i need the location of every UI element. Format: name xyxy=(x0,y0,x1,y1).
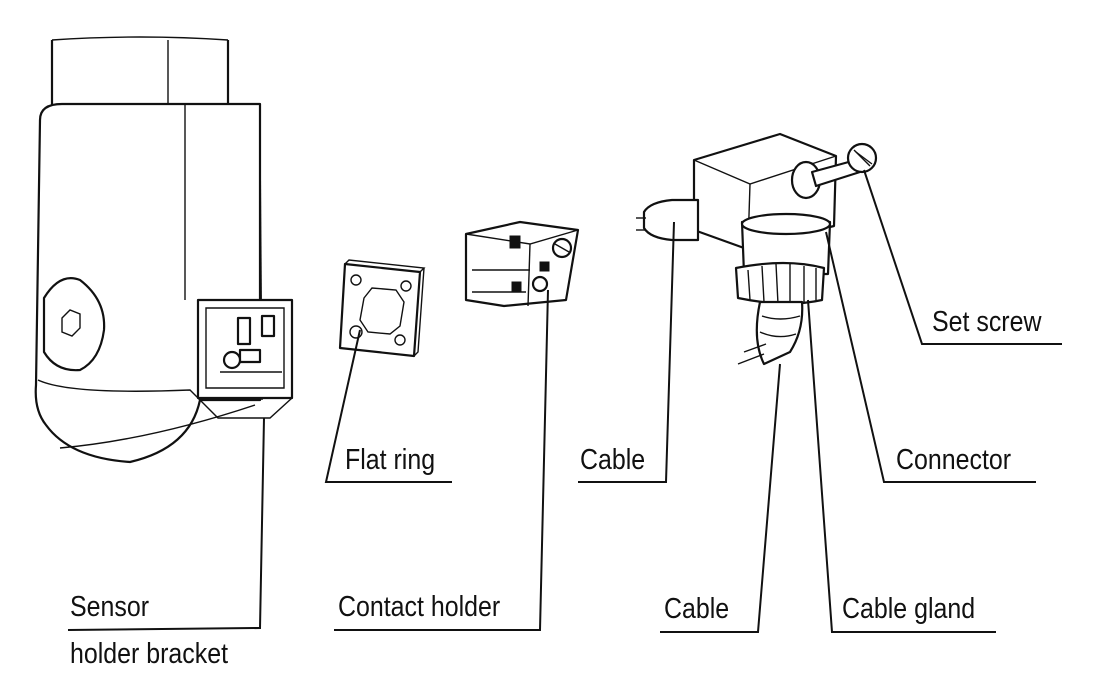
label-flat-ring: Flat ring xyxy=(345,444,436,476)
label-sensor-holder-bracket-line2: holder bracket xyxy=(70,638,229,670)
sensor-holder-bracket xyxy=(196,298,294,419)
label-cable-lower: Cable xyxy=(664,593,730,625)
cable-lower xyxy=(737,300,804,366)
label-cable-gland: Cable gland xyxy=(842,593,976,625)
label-sensor-holder-bracket-line1: Sensor xyxy=(70,591,150,623)
cable-gland xyxy=(734,212,832,305)
label-set-screw: Set screw xyxy=(932,306,1042,338)
flat-ring xyxy=(338,259,426,358)
contact-holder xyxy=(464,220,580,308)
leader-lines xyxy=(67,169,1062,633)
label-cable-upper: Cable xyxy=(580,444,646,476)
label-connector: Connector xyxy=(896,444,1012,476)
set-screw xyxy=(810,142,878,188)
label-contact-holder: Contact holder xyxy=(338,591,501,623)
